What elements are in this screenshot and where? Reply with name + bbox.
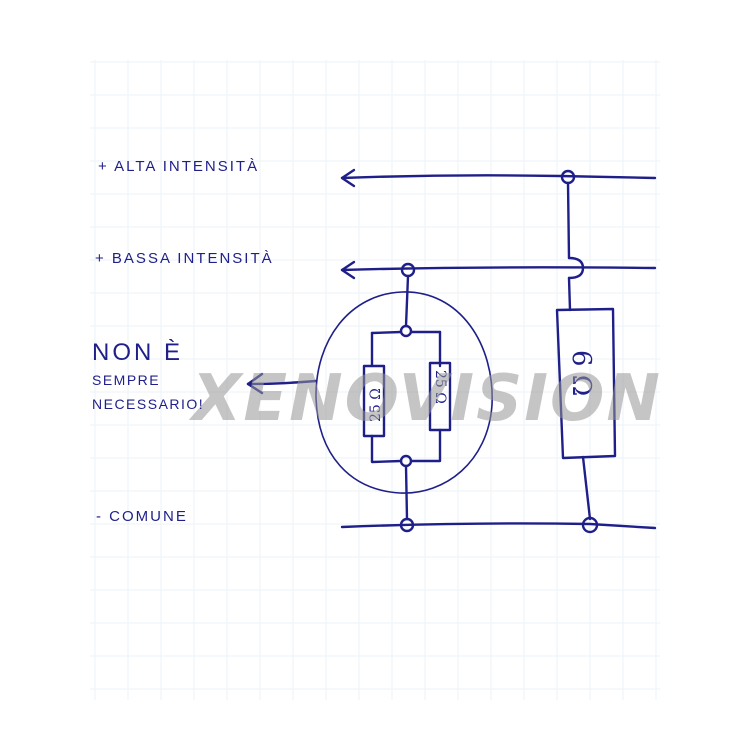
wire-low-to-parallel [404,274,410,328]
resistor-label-right: 25 Ω [432,370,448,404]
wire-vertical-right [566,181,572,312]
note-line-3: NECESSARIO! [92,396,205,412]
optional-note: NON È SEMPRE NECESSARIO! [92,338,204,416]
arrow-note-line [246,379,318,386]
optional-section-circle [315,291,493,494]
arrow-high-intensity-icon [340,168,356,188]
resistor-label-6-ohm: 6 Ω [566,350,596,396]
wire-parallel-left [370,331,403,464]
wire-high-intensity [340,174,657,180]
label-low-intensity: + BASSA INTENSITÀ [95,250,274,267]
wire-parallel-right [409,330,442,463]
note-line-1: NON È [92,339,184,366]
arrow-note-icon [246,372,264,395]
resistor-6-ohm [555,307,617,460]
label-common: - COMUNE [96,508,188,525]
wire-6ohm-to-common [581,455,592,521]
resistor-25-ohm-right [428,361,452,432]
wire-low-intensity [340,266,657,272]
resistor-25-ohm-left [362,364,386,438]
note-line-2: SEMPRE [92,372,161,388]
junction-low-left [400,262,416,278]
wire-crossing-hop [567,256,585,280]
resistor-label-left: 25 Ω [368,388,384,422]
wire-parallel-top [370,330,442,335]
junction-parallel-top [399,324,413,338]
arrow-low-intensity-icon [340,260,356,280]
wire-parallel-to-common [404,464,409,521]
label-high-intensity: + ALTA INTENSITÀ [98,158,260,175]
wire-common [340,522,657,530]
